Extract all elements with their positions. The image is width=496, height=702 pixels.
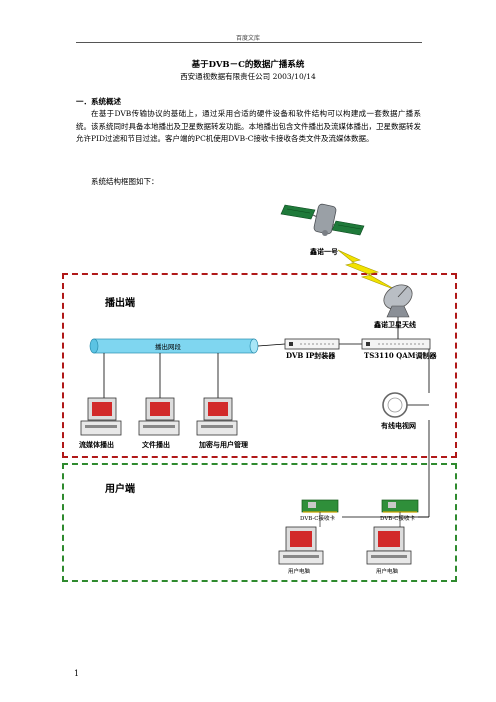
signal-bolt-icon — [337, 249, 397, 291]
user-zone-label: 用户端 — [105, 484, 135, 495]
document-subtitle: 西安通视数据有限责任公司 2003/10/14 — [180, 72, 316, 81]
receiver-card-label: DVB-C接收卡 — [300, 516, 335, 522]
pc-icon — [196, 397, 238, 436]
section-heading: 一．系统概述 — [76, 97, 121, 106]
receiver-card-icon — [381, 499, 419, 513]
pc-label: 文件播出 — [142, 440, 170, 449]
pc-label: 加密与用户管理 — [199, 440, 248, 449]
receiver-card-label: DVB-C接收卡 — [380, 516, 415, 522]
user-pc-label: 用户电脑 — [288, 569, 311, 575]
encapsulator-device — [284, 338, 340, 350]
user-pc-icon — [278, 526, 324, 565]
page-number: 1 — [74, 669, 80, 678]
lan-label: 播出网段 — [155, 343, 181, 351]
encapsulator-label: DVB IP封装器 — [286, 351, 336, 360]
satellite-dish-icon — [383, 284, 413, 318]
broadcast-zone — [62, 273, 457, 458]
receiver-card-icon — [301, 499, 339, 513]
pc-icon — [80, 397, 122, 436]
connection-lines — [103, 317, 430, 518]
pc-icon — [138, 397, 180, 436]
satellite-icon — [280, 203, 365, 236]
page-header: 百度文库 — [235, 35, 260, 42]
dish-label: 鑫诺卫星天线 — [374, 320, 416, 329]
cable-network-label: 有线电视网 — [381, 421, 416, 430]
user-pc-icon — [366, 526, 412, 565]
user-pc-label: 用户电脑 — [376, 569, 399, 575]
header-rule — [76, 42, 422, 43]
cable-network-icon — [382, 392, 429, 418]
user-zone — [62, 463, 457, 582]
section-paragraph: 在基于DVB传输协议的基础上，通过采用合适的硬件设备和软件结构可以构建成一套数据… — [76, 109, 421, 144]
diagram-intro: 系统结构框图如下： — [91, 177, 159, 186]
broadcast-zone-label: 播出端 — [105, 298, 135, 309]
document-title: 基于DVB－C的数据广播系统 — [191, 60, 305, 70]
modulator-device — [361, 338, 431, 350]
modulator-label: TS3110 QAM调制器 — [364, 351, 437, 360]
lan-pipe — [89, 338, 259, 354]
pc-label: 流媒体播出 — [79, 440, 114, 449]
satellite-label: 鑫诺一号 — [310, 247, 338, 256]
